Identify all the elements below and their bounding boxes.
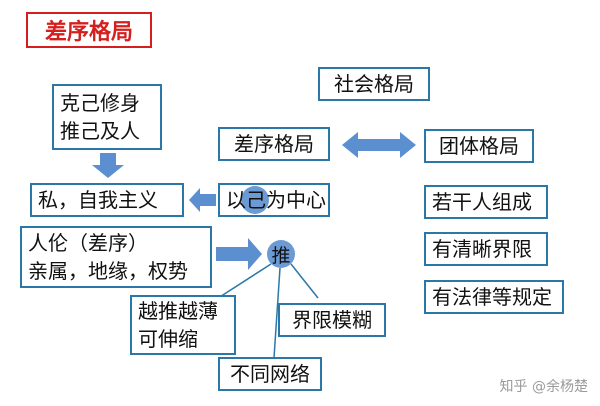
self-center-box: 以 己 为中心 <box>218 183 330 217</box>
ethics-line-1: 人伦（差序） <box>28 231 148 255</box>
laws-rules-box: 有法律等规定 <box>424 280 564 314</box>
differential-pattern-label: 差序格局 <box>234 132 314 156</box>
thinner-line-2: 可伸缩 <box>138 327 198 351</box>
push-line-to-boundary <box>290 263 319 299</box>
thinner-box: 越推越薄 可伸缩 <box>130 295 236 355</box>
self-center-suffix: 为中心 <box>266 188 326 212</box>
down-arrow <box>92 153 124 178</box>
right-arrow-to-push <box>216 238 262 270</box>
clear-boundary-box: 有清晰界限 <box>424 232 548 266</box>
double-arrow <box>342 132 416 158</box>
differential-pattern-box: 差序格局 <box>218 127 330 161</box>
self-center-circled: 己 <box>246 188 266 212</box>
private-self-label: 私，自我主义 <box>38 188 158 212</box>
push-label: 推 <box>271 244 291 267</box>
different-network-box: 不同网络 <box>218 357 322 391</box>
diagram-title: 差序格局 <box>26 12 152 48</box>
laws-rules-label: 有法律等规定 <box>432 285 552 309</box>
private-self-box: 私，自我主义 <box>30 183 184 217</box>
blurry-boundary-box: 界限模糊 <box>278 303 386 337</box>
blurry-boundary-label: 界限模糊 <box>292 308 372 332</box>
watermark: 知乎 @余杨楚 <box>499 379 588 395</box>
social-pattern-box: 社会格局 <box>318 67 430 101</box>
different-network-label: 不同网络 <box>230 362 310 386</box>
ethics-box: 人伦（差序） 亲属，地缘，权势 <box>20 226 212 288</box>
self-restraint-box: 克己修身 推己及人 <box>52 84 162 150</box>
ethics-line-2: 亲属，地缘，权势 <box>28 259 188 283</box>
social-pattern-label: 社会格局 <box>334 72 414 96</box>
self-center-prefix: 以 <box>226 188 246 212</box>
several-people-box: 若干人组成 <box>424 185 548 219</box>
group-pattern-box: 团体格局 <box>424 129 534 163</box>
several-people-label: 若干人组成 <box>432 190 532 214</box>
left-arrow-to-private <box>189 188 216 212</box>
thinner-line-1: 越推越薄 <box>138 299 218 323</box>
clear-boundary-label: 有清晰界限 <box>432 237 532 261</box>
group-pattern-label: 团体格局 <box>439 134 519 158</box>
self-restraint-line-1: 克己修身 <box>60 91 140 115</box>
self-restraint-line-2: 推己及人 <box>60 119 140 143</box>
